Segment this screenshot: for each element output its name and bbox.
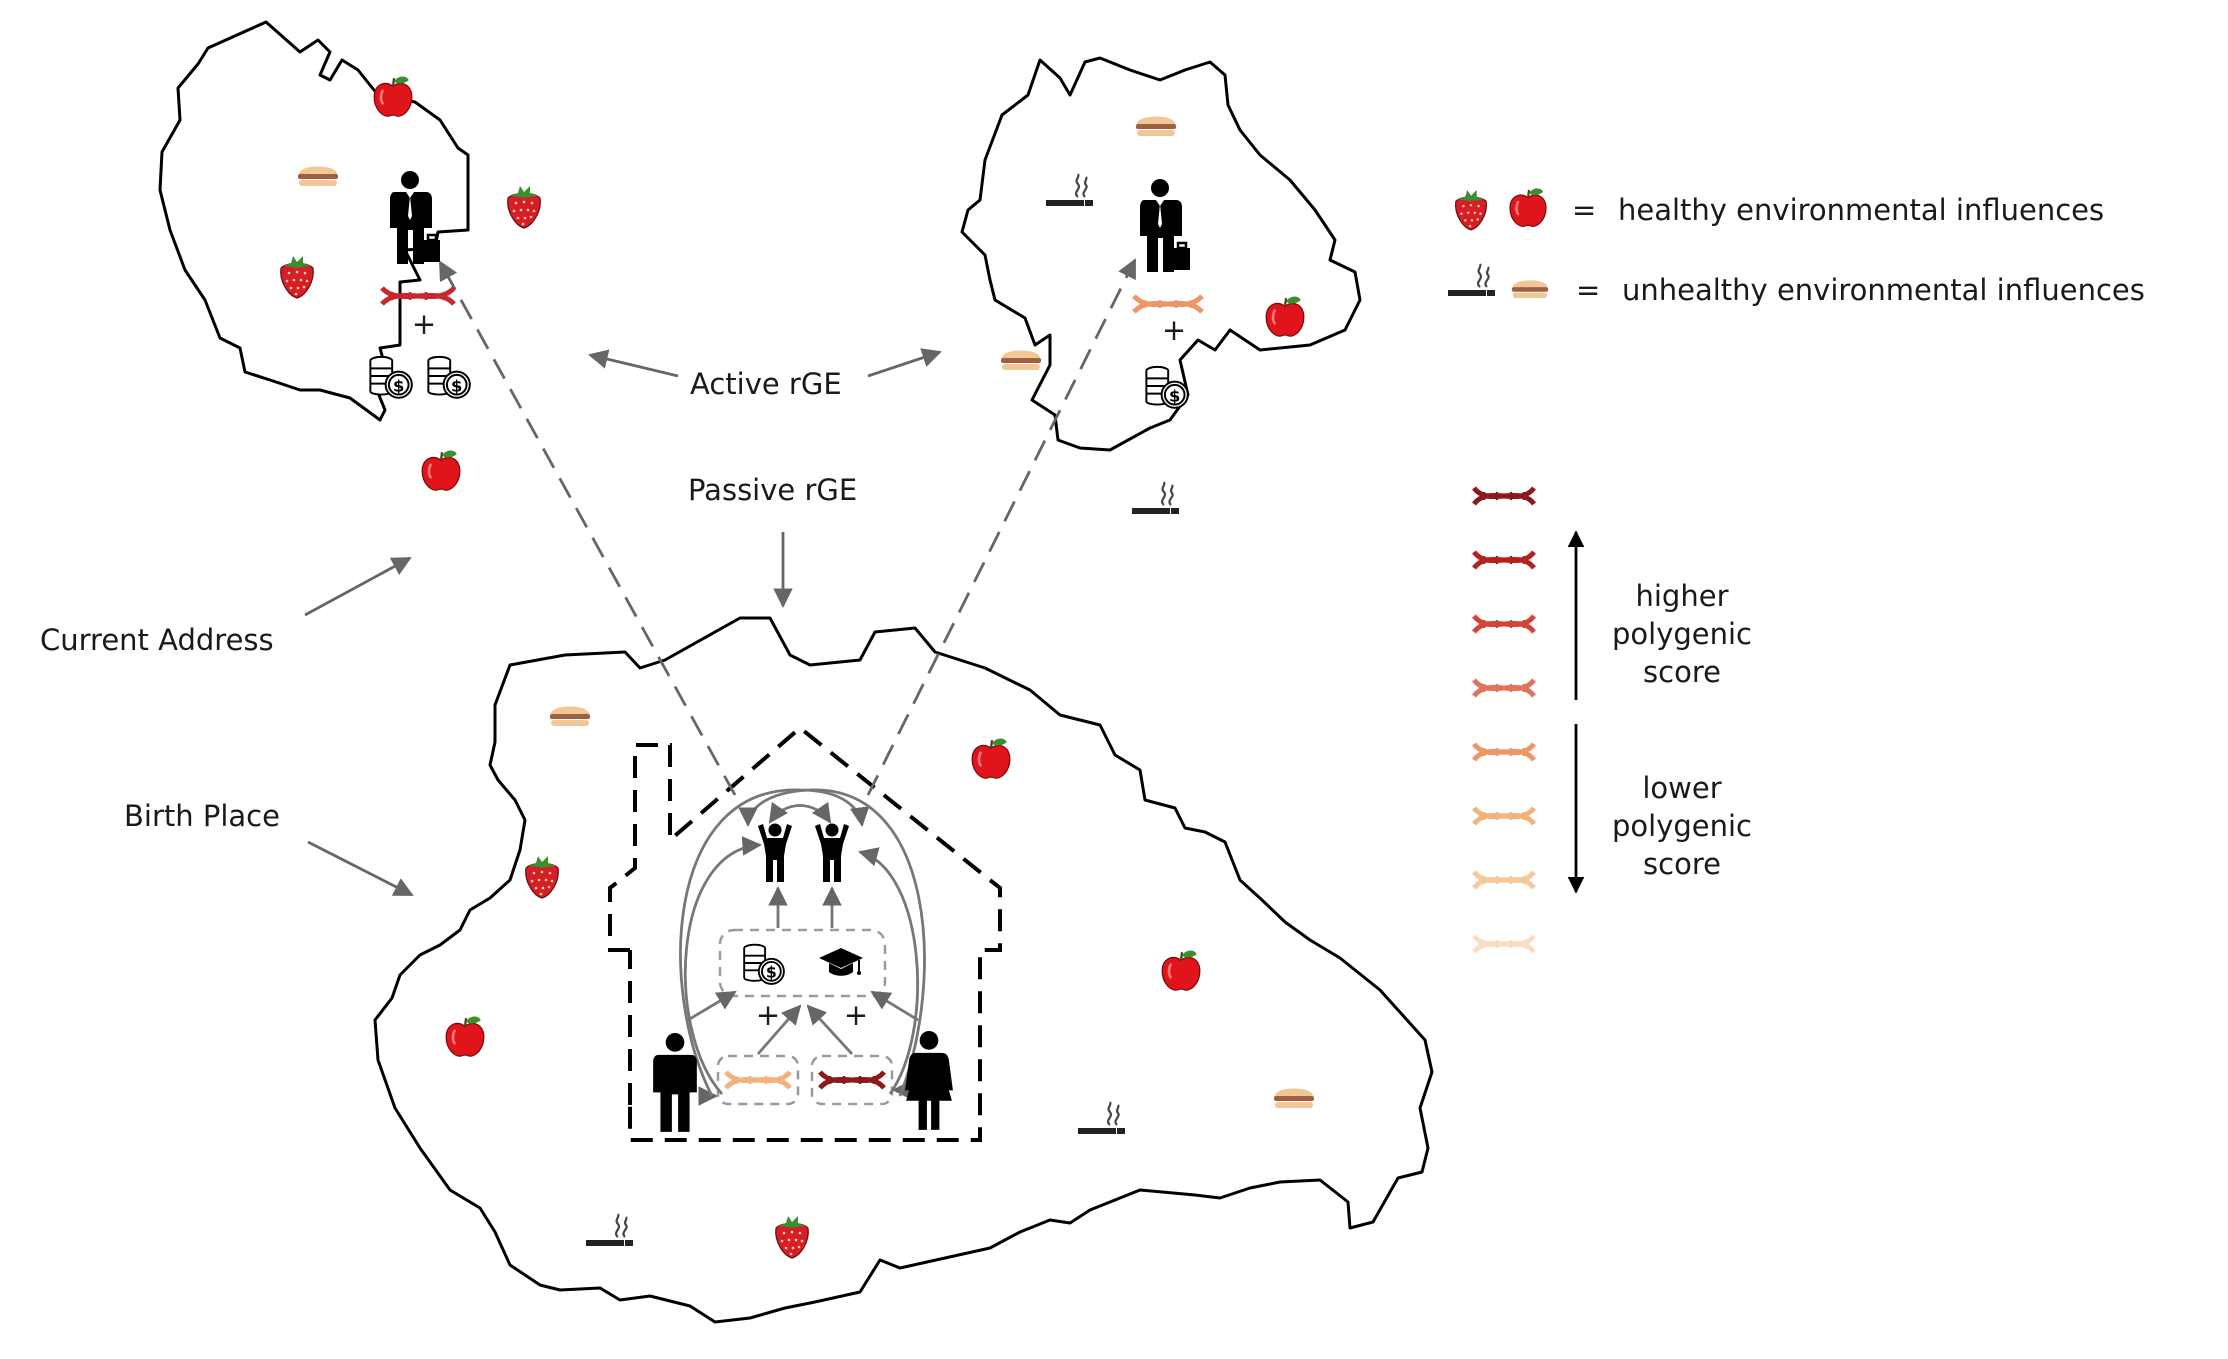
active-rge-label: Active rGE — [690, 367, 842, 401]
higher-label-3: score — [1643, 655, 1721, 689]
father-genes-box — [716, 1054, 800, 1106]
coins-icon — [369, 355, 413, 399]
burger-icon — [550, 706, 590, 726]
dna-icon — [1472, 678, 1536, 698]
active-rge-arrow-right — [867, 348, 942, 378]
dna-icon — [1472, 550, 1536, 570]
burger-icon — [1136, 116, 1176, 136]
cigarette-icon — [1130, 480, 1181, 516]
cigarette-icon — [1446, 262, 1497, 298]
dna-icon — [1472, 742, 1536, 762]
lower-label-3: score — [1643, 847, 1721, 881]
dna-icon — [818, 1070, 886, 1090]
legend: = healthy environmental influences = unh… — [1446, 187, 2145, 954]
burger-icon — [1511, 280, 1549, 299]
burger-icon — [1001, 350, 1041, 370]
dna-icon — [1472, 934, 1536, 954]
passive-rge-label: Passive rGE — [688, 473, 857, 507]
apple-icon — [1508, 187, 1548, 228]
dna-icon — [380, 286, 456, 306]
dna-icon — [1472, 870, 1536, 890]
plus-sign: + — [1162, 313, 1186, 347]
dna-icon — [1472, 486, 1536, 506]
plus-sign: + — [412, 307, 436, 341]
plus-sign: + — [844, 998, 868, 1032]
house-outline — [608, 725, 1002, 1142]
dna-icon — [1472, 806, 1536, 826]
dna-icon — [1472, 614, 1536, 634]
dna-icon — [724, 1070, 792, 1090]
birth-place-region — [373, 616, 1434, 1324]
birth-place-arrow — [307, 840, 414, 897]
plus-sign: + — [756, 998, 780, 1032]
strawberry-icon — [1454, 189, 1488, 231]
higher-label-1: higher — [1636, 579, 1729, 613]
polygenic-score-scale — [1472, 486, 1536, 954]
current-address-label: Current Address — [40, 623, 274, 657]
current-address-arrow — [304, 556, 412, 617]
mother-genes-box — [810, 1054, 894, 1106]
lower-label-1: lower — [1642, 771, 1721, 805]
legend-equals: = — [1576, 273, 1600, 307]
higher-label-2: polygenic — [1612, 617, 1752, 651]
legend-unhealthy-label: unhealthy environmental influences — [1622, 273, 2145, 307]
burger-icon — [1274, 1088, 1314, 1108]
resources-box — [718, 928, 887, 998]
burger-icon — [298, 166, 338, 186]
apple-icon — [372, 75, 414, 118]
lower-label-2: polygenic — [1612, 809, 1752, 843]
coins-icon — [427, 355, 471, 399]
current-address-region-right — [960, 56, 1362, 452]
dna-icon — [1132, 294, 1204, 314]
legend-healthy-label: healthy environmental influences — [1618, 193, 2104, 227]
apple-icon — [420, 449, 462, 492]
strawberry-icon — [507, 185, 541, 229]
birth-place-label: Birth Place — [124, 799, 280, 833]
house-arrows — [679, 788, 926, 1106]
legend-equals: = — [1572, 193, 1596, 227]
active-rge-arrow-left — [588, 349, 679, 378]
